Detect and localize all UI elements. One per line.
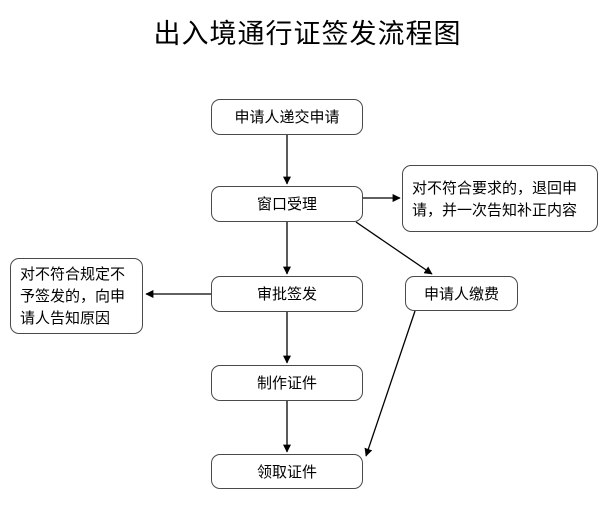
node-label: 制作证件 bbox=[256, 374, 317, 392]
node-submit-application[interactable]: 申请人递交申请 bbox=[211, 99, 363, 135]
node-label-line-2: 请，并一次告知补正内容 bbox=[412, 200, 578, 219]
node-notify-reason-for-no-issuance[interactable]: 对不符合规定不 予签发的，向申 请人告知原因 bbox=[10, 258, 143, 334]
node-label: 对不符合规定不 予签发的，向申 请人告知原因 bbox=[20, 263, 125, 329]
node-make-certificate[interactable]: 制作证件 bbox=[211, 365, 363, 401]
edge-applicant-pay-to-collect-certificate bbox=[364, 310, 416, 457]
node-label-line-1: 对不符合要求的，退回申 bbox=[412, 178, 578, 197]
node-label: 窗口受理 bbox=[256, 195, 317, 213]
node-label: 领取证件 bbox=[256, 462, 317, 481]
node-label: 审批签发 bbox=[256, 285, 317, 303]
node-label: 对不符合要求的，退回申 请，并一次告知补正内容 bbox=[412, 177, 577, 221]
node-label: 申请人缴费 bbox=[423, 284, 499, 303]
node-collect-certificate[interactable]: 领取证件 bbox=[211, 454, 363, 489]
node-label-line-1: 对不符合规定不 bbox=[20, 265, 126, 283]
node-label-line-2: 予签发的，向申 bbox=[20, 287, 126, 305]
page-title: 出入境通行证签发流程图 bbox=[153, 19, 462, 50]
node-label-line-3: 请人告知原因 bbox=[20, 309, 111, 327]
edge-window-accept-to-applicant-pay bbox=[355, 221, 433, 275]
node-window-acceptance[interactable]: 窗口受理 bbox=[211, 186, 363, 222]
node-label: 申请人递交申请 bbox=[234, 108, 340, 126]
node-applicant-payment[interactable]: 申请人缴费 bbox=[405, 276, 518, 311]
node-approval-and-issuance[interactable]: 审批签发 bbox=[211, 276, 363, 312]
node-reject-and-return[interactable]: 对不符合要求的，退回申 请，并一次告知补正内容 bbox=[402, 165, 598, 232]
